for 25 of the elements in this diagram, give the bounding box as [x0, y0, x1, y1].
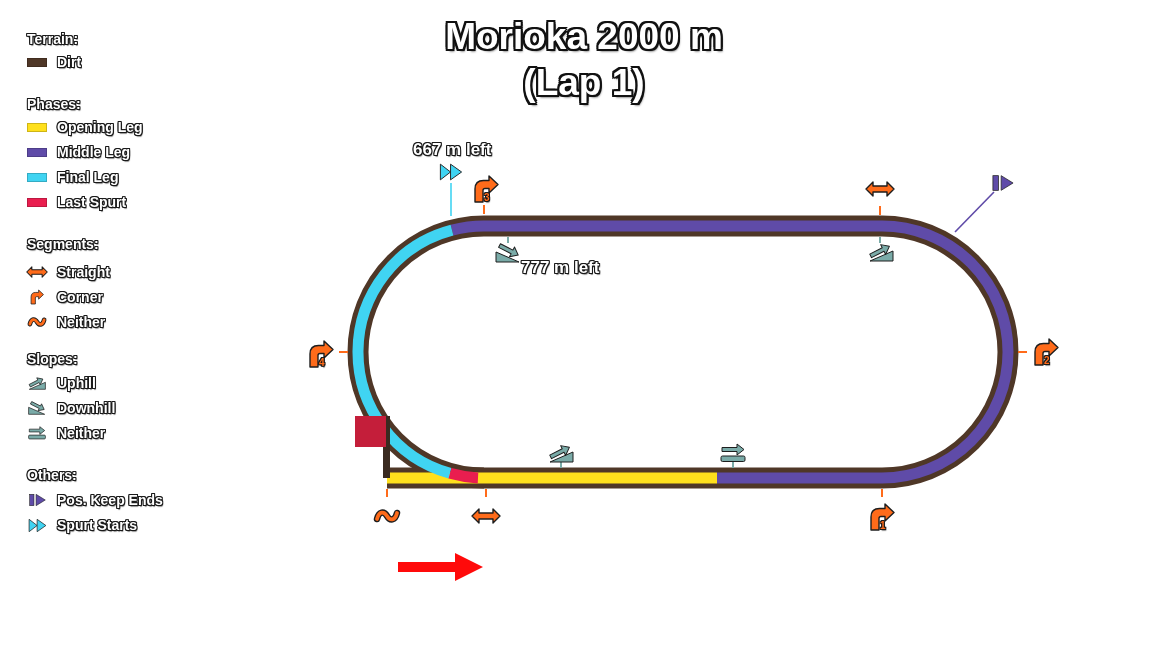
corner-number: 2: [1044, 354, 1050, 366]
distance-label: 777 m left: [521, 258, 600, 278]
legend-heading: Segments:: [27, 235, 99, 253]
corner-number: 4: [319, 356, 325, 368]
legend-heading: Phases:: [27, 95, 81, 113]
corner-number: 1: [880, 519, 886, 531]
legend-label: Uphill: [57, 374, 96, 392]
legend-label: Pos. Keep Ends: [57, 491, 163, 509]
legend-label: Downhill: [57, 399, 116, 417]
title: Morioka 2000 m (Lap 1): [434, 14, 734, 106]
distance-label: 667 m left: [413, 140, 492, 160]
legend-label: Neither: [57, 424, 106, 442]
legend-label: Neither: [57, 313, 106, 331]
legend-heading: Terrain:: [27, 30, 79, 48]
legend-label: Middle Leg: [57, 143, 131, 161]
legend-label: Last Spurt: [57, 193, 127, 211]
legend-label: Dirt: [57, 53, 82, 71]
legend-heading: Slopes:: [27, 350, 78, 368]
legend-label: Spurt Starts: [57, 516, 138, 534]
legend-label: Straight: [57, 263, 110, 281]
legend-label: Opening Leg: [57, 118, 143, 136]
legend-label: Final Leg: [57, 168, 119, 186]
legend-heading: Others:: [27, 466, 77, 484]
corner-number: 3: [484, 191, 490, 203]
legend-label: Corner: [57, 288, 103, 306]
